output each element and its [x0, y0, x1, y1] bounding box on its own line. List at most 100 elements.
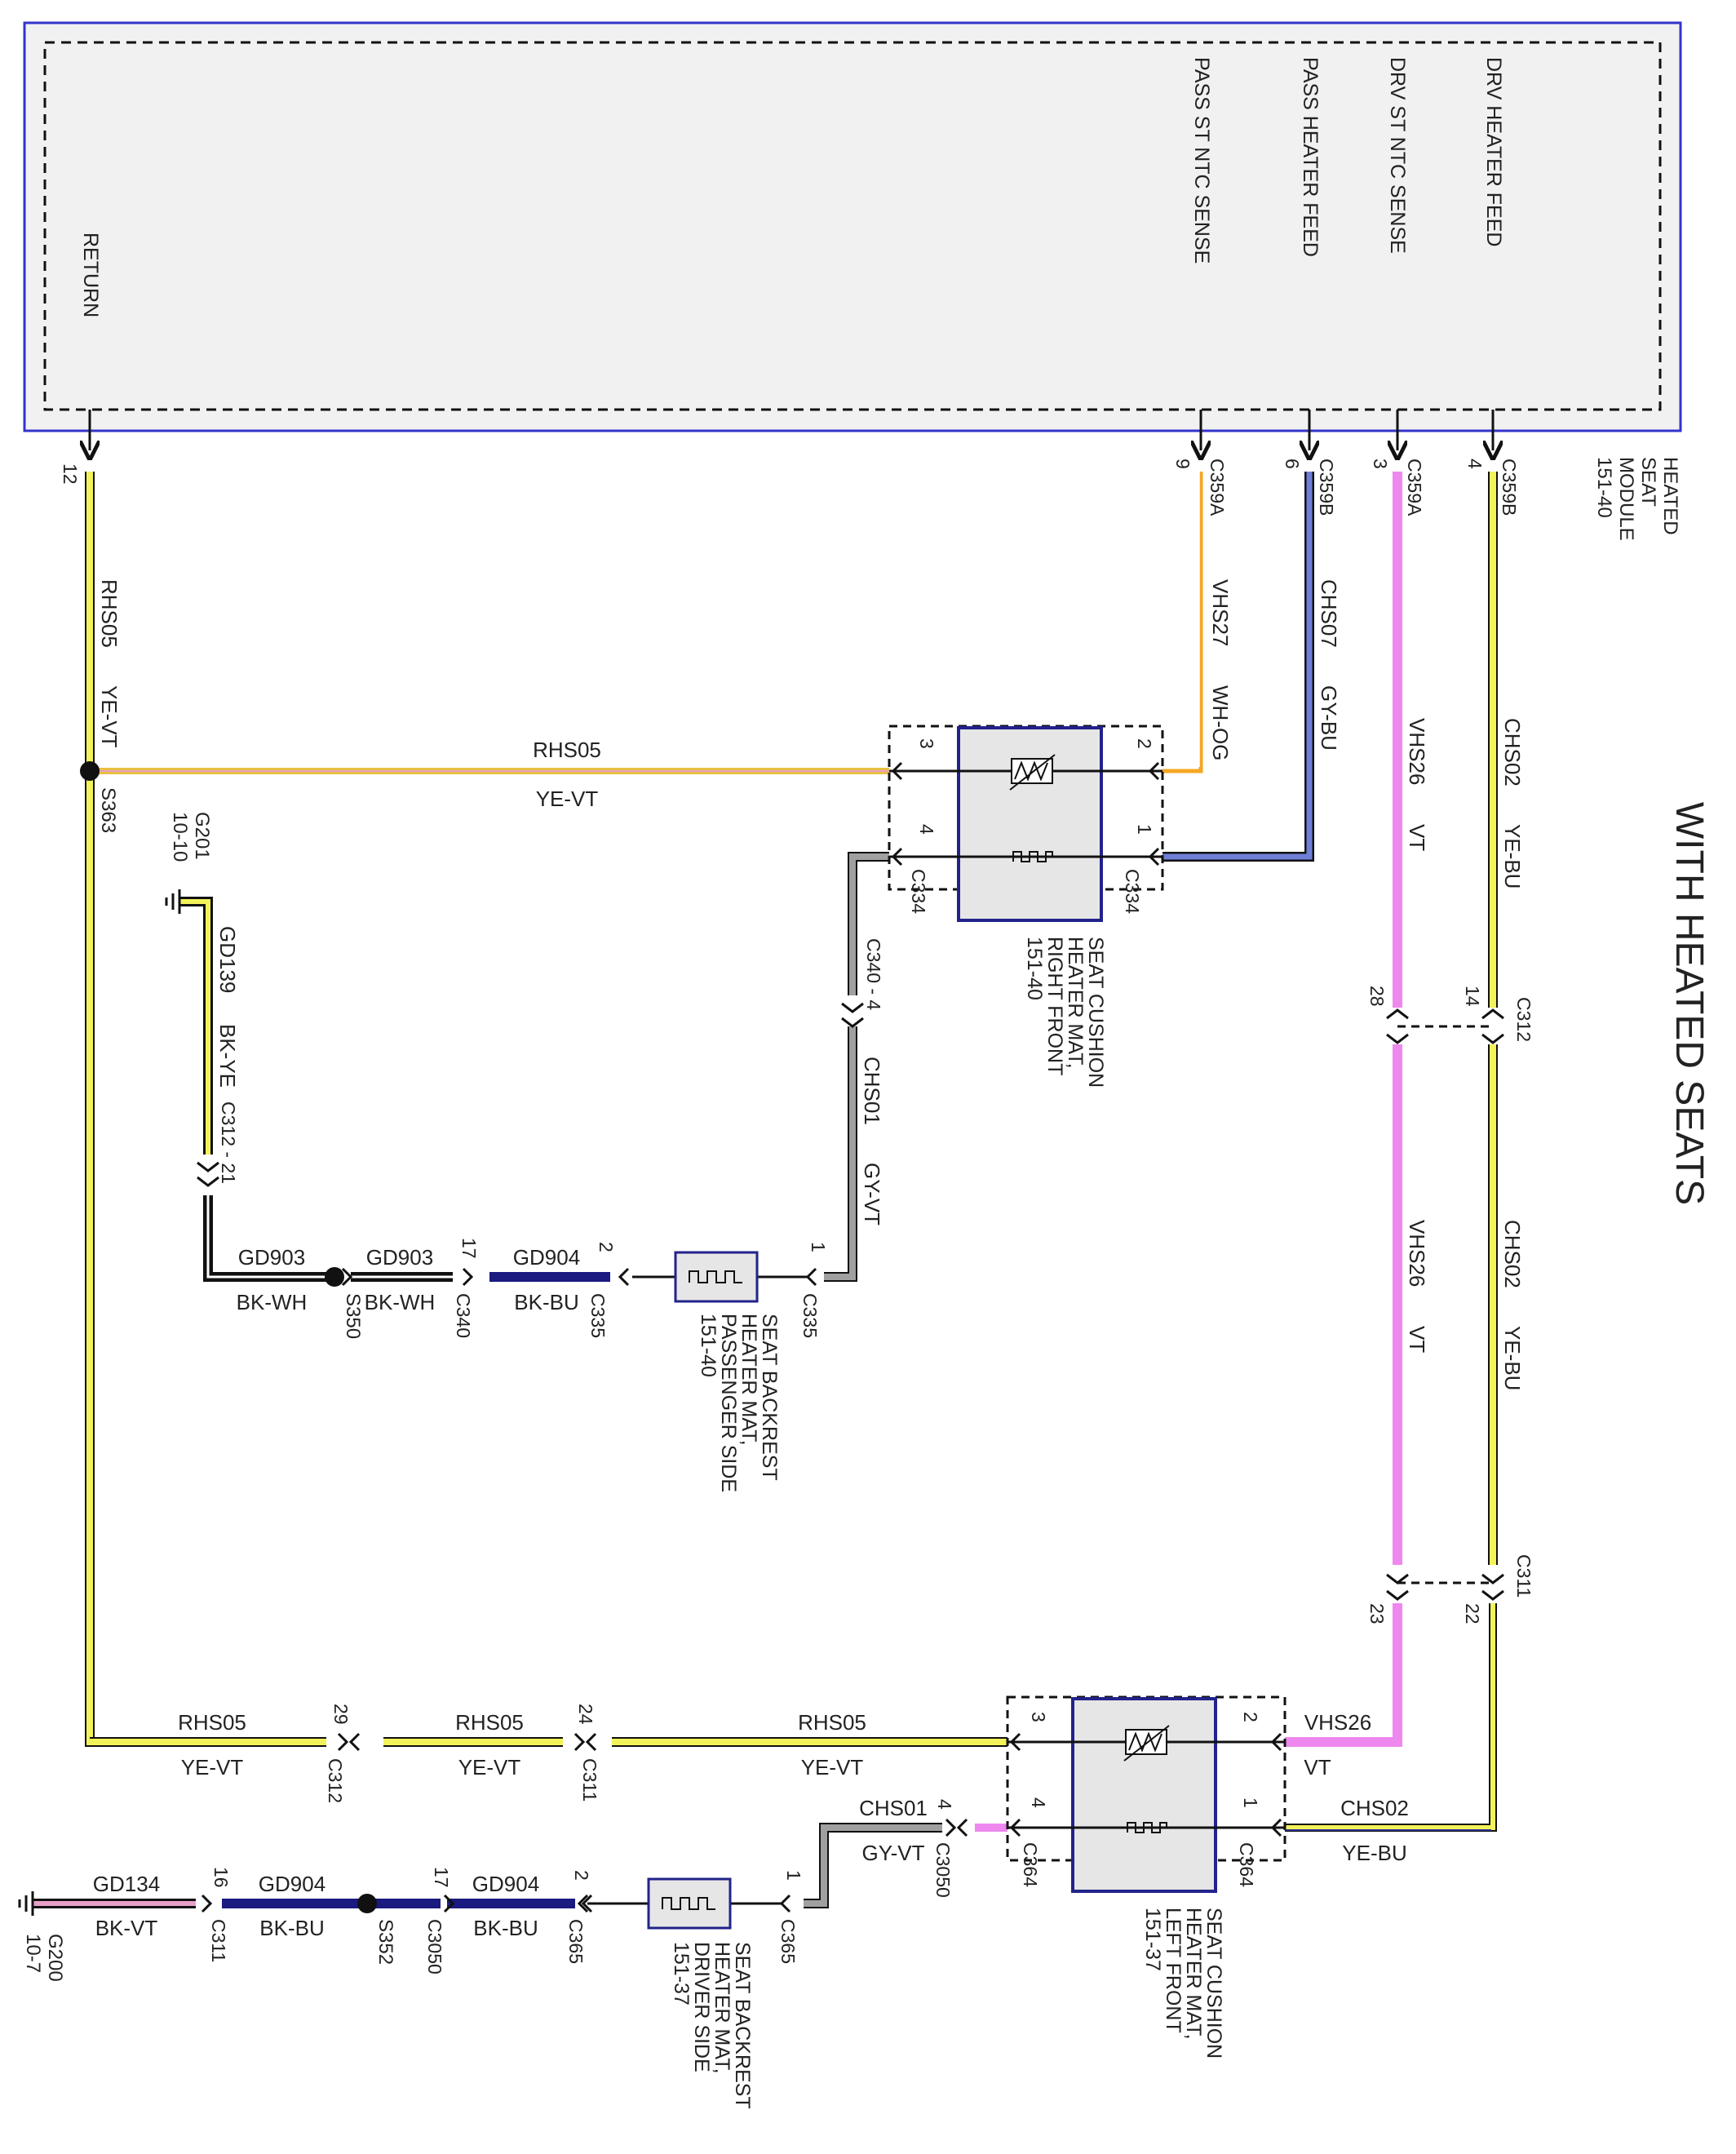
pin-label-drv-ntc: DRV ST NTC SENSE	[1386, 57, 1409, 254]
seat-backrest-heater-mat-passenger	[462, 1251, 817, 1303]
svg-text:BK-BU: BK-BU	[514, 1290, 578, 1314]
svg-text:C365: C365	[777, 1919, 799, 1964]
svg-text:RHS05: RHS05	[533, 738, 601, 762]
module-name-label: HEATED SEAT MODULE 151-40	[1593, 457, 1681, 541]
svg-text:VHS26: VHS26	[1405, 1220, 1429, 1287]
svg-text:HEATER MAT,: HEATER MAT,	[1064, 937, 1087, 1069]
wire-labels: RHS05 YE-VT VHS27 WH-OG CHS07 GY-BU VHS2…	[93, 579, 1525, 1940]
label-cushion-rf: SEAT CUSHION HEATER MAT, RIGHT FRONT 151…	[1023, 937, 1107, 1088]
svg-text:YE-VT: YE-VT	[181, 1755, 244, 1779]
svg-text:151-37: 151-37	[670, 1942, 693, 2006]
pin-label-drv-heater: DRV HEATER FEED	[1482, 57, 1505, 246]
splice-s352	[357, 1894, 377, 1913]
module-internal-boundary	[43, 41, 1662, 411]
wire-vhs27	[1162, 472, 1203, 773]
svg-text:HEATER MAT,: HEATER MAT,	[737, 1314, 760, 1446]
svg-text:YE-VT: YE-VT	[458, 1755, 521, 1779]
wire-chs01-driver	[804, 1823, 1008, 1908]
svg-text:12: 12	[60, 463, 81, 485]
svg-text:2: 2	[571, 1870, 592, 1881]
svg-text:HEATER MAT,: HEATER MAT,	[1182, 1908, 1205, 2040]
svg-text:YE-VT: YE-VT	[97, 685, 122, 748]
svg-text:14: 14	[1462, 986, 1483, 1007]
pin-label-pass-ntc: PASS ST NTC SENSE	[1190, 57, 1213, 264]
svg-text:C312 - 21: C312 - 21	[218, 1101, 239, 1184]
svg-text:151-37: 151-37	[1141, 1908, 1164, 1971]
svg-text:WH-OG: WH-OG	[1208, 685, 1233, 760]
svg-text:C311: C311	[1513, 1554, 1534, 1598]
svg-text:GY-VT: GY-VT	[861, 1841, 924, 1865]
svg-text:VT: VT	[1304, 1755, 1331, 1779]
svg-text:C364: C364	[1236, 1842, 1257, 1887]
svg-text:C335: C335	[799, 1293, 821, 1338]
svg-text:6: 6	[1282, 459, 1303, 469]
svg-text:C3050: C3050	[424, 1919, 445, 1974]
svg-text:24: 24	[575, 1704, 596, 1725]
svg-text:S352: S352	[374, 1919, 396, 1965]
label-backrest-passenger: SEAT BACKREST HEATER MAT, PASSENGER SIDE…	[697, 1314, 781, 1492]
svg-text:C364: C364	[1020, 1842, 1041, 1887]
svg-text:GD139: GD139	[215, 926, 240, 993]
svg-text:151-40: 151-40	[697, 1314, 720, 1377]
splice-s363	[80, 761, 100, 781]
connector-arrows	[197, 1002, 1504, 1601]
inline-arrows	[201, 1267, 968, 1913]
svg-text:SEAT BACKREST: SEAT BACKREST	[731, 1942, 754, 2109]
seat-backrest-heater-mat-driver	[581, 1877, 791, 1930]
svg-text:4: 4	[934, 1799, 955, 1810]
wire-chs01-passenger	[824, 852, 889, 1282]
svg-text:3: 3	[1370, 459, 1391, 469]
svg-text:GD134: GD134	[93, 1872, 160, 1896]
svg-text:YE-VT: YE-VT	[536, 787, 599, 811]
pin-label-pass-heater: PASS HEATER FEED	[1299, 57, 1322, 257]
wire-rhs05-return	[85, 472, 200, 1747]
svg-text:2: 2	[596, 1242, 617, 1252]
svg-text:C335: C335	[587, 1293, 609, 1338]
connector-labels: 28 14 C312 23 22 C311 3 2 4 1 C334 C334 …	[208, 738, 1534, 1974]
svg-text:C359A: C359A	[1404, 459, 1425, 516]
svg-text:C359A: C359A	[1207, 459, 1228, 516]
svg-text:BK-WH: BK-WH	[365, 1290, 436, 1314]
splice-ground-labels: S363 S350 S352 G201 10-10 G200 10-7	[22, 787, 396, 1982]
svg-text:GD904: GD904	[472, 1872, 539, 1896]
svg-text:17: 17	[458, 1238, 480, 1259]
svg-text:DRIVER SIDE: DRIVER SIDE	[690, 1942, 713, 2072]
svg-text:4: 4	[916, 824, 937, 835]
svg-text:VHS26: VHS26	[1304, 1710, 1371, 1735]
svg-text:CHS01: CHS01	[860, 1057, 884, 1125]
svg-text:CHS02: CHS02	[1340, 1796, 1409, 1820]
svg-text:GD903: GD903	[366, 1245, 433, 1270]
svg-text:HEATED: HEATED	[1659, 457, 1681, 535]
module-pin-stubs	[90, 410, 1493, 450]
svg-text:GY-BU: GY-BU	[1317, 685, 1341, 751]
svg-text:16: 16	[210, 1867, 232, 1888]
svg-text:1: 1	[808, 1242, 829, 1252]
svg-text:MODULE: MODULE	[1615, 457, 1637, 541]
svg-text:C312: C312	[325, 1758, 346, 1803]
svg-text:C359B: C359B	[1499, 459, 1520, 516]
svg-text:4: 4	[1028, 1797, 1049, 1808]
svg-text:GD904: GD904	[513, 1245, 580, 1270]
svg-text:RHS05: RHS05	[97, 579, 122, 648]
svg-text:17: 17	[431, 1867, 452, 1888]
svg-text:3: 3	[916, 738, 937, 749]
wire-chs02	[1285, 472, 1498, 1832]
svg-text:PASSENGER SIDE: PASSENGER SIDE	[717, 1314, 740, 1492]
svg-text:BK-YE: BK-YE	[215, 1024, 240, 1088]
seat-cushion-heater-mat-left-front	[1006, 1695, 1286, 1893]
svg-text:2: 2	[1240, 1712, 1261, 1722]
svg-text:151-40: 151-40	[1023, 937, 1046, 1000]
connector-links	[1397, 1025, 1493, 1584]
svg-text:4: 4	[1464, 459, 1486, 469]
svg-text:RHS05: RHS05	[798, 1710, 866, 1735]
svg-text:VHS27: VHS27	[1208, 579, 1233, 646]
svg-text:C359B: C359B	[1316, 459, 1337, 516]
svg-text:RHS05: RHS05	[178, 1710, 246, 1735]
svg-text:YE-BU: YE-BU	[1500, 1326, 1525, 1390]
svg-text:1: 1	[783, 1870, 804, 1881]
svg-text:SEAT CUSHION: SEAT CUSHION	[1202, 1908, 1225, 2059]
svg-text:YE-BU: YE-BU	[1500, 824, 1525, 889]
svg-text:VHS26: VHS26	[1405, 718, 1429, 785]
svg-text:C311: C311	[208, 1919, 229, 1962]
